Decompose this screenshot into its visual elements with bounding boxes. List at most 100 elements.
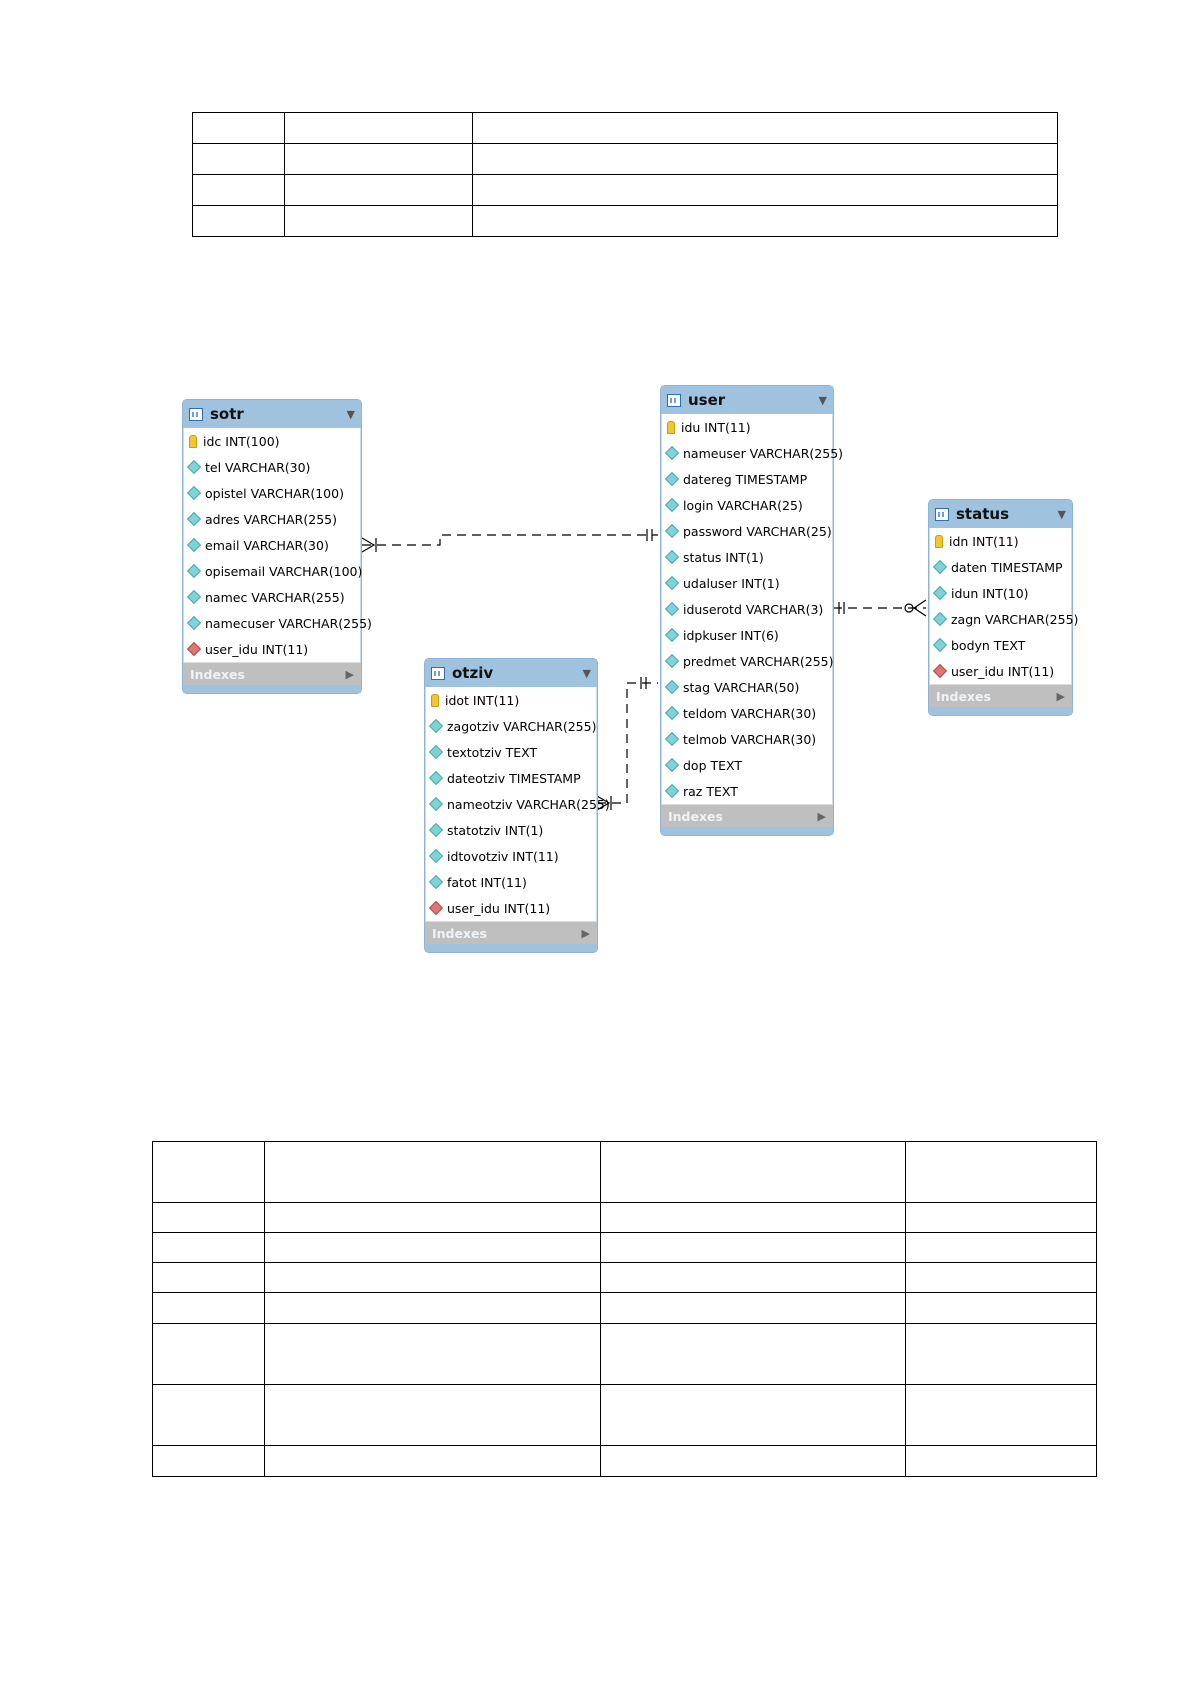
field-label: idu INT(11) <box>681 419 751 435</box>
entity-header[interactable]: user ▼ <box>661 386 833 414</box>
field-row[interactable]: zagotziv VARCHAR(255) <box>425 713 597 739</box>
attribute-icon <box>932 611 948 627</box>
field-row[interactable]: status INT(1) <box>661 544 833 570</box>
entity-status[interactable]: status ▼ idn INT(11) daten TIMESTAMP idun … <box>928 499 1078 716</box>
table-cell <box>192 174 285 206</box>
expand-arrow-icon[interactable]: ▶ <box>581 926 590 940</box>
field-row[interactable]: tel VARCHAR(30) <box>183 454 361 480</box>
field-row[interactable]: email VARCHAR(30) <box>183 532 361 558</box>
attribute-icon <box>428 770 444 786</box>
field-row[interactable]: user_idu INT(11) <box>183 636 361 662</box>
field-row[interactable]: user_idu INT(11) <box>929 658 1072 684</box>
field-row[interactable]: idn INT(11) <box>929 528 1072 554</box>
field-row[interactable]: nameuser VARCHAR(255) <box>661 440 843 466</box>
attribute-icon <box>186 459 202 475</box>
field-row[interactable]: nameotziv VARCHAR(255) <box>425 791 610 817</box>
expand-arrow-icon[interactable]: ▶ <box>817 809 826 823</box>
crowfoot-zero-or-many-icon <box>912 599 927 617</box>
attribute-icon <box>428 822 444 838</box>
entity-header[interactable]: status ▼ <box>929 500 1072 528</box>
field-row[interactable]: statotziv INT(1) <box>425 817 597 843</box>
field-row[interactable]: bodyn TEXT <box>929 632 1072 658</box>
field-row[interactable]: telmob VARCHAR(30) <box>661 726 833 752</box>
field-row[interactable]: stag VARCHAR(50) <box>661 674 833 700</box>
field-row[interactable]: zagn VARCHAR(255) <box>929 606 1078 632</box>
field-label: namec VARCHAR(255) <box>205 589 345 605</box>
field-row[interactable]: namec VARCHAR(255) <box>183 584 361 610</box>
field-row[interactable]: idpkuser INT(6) <box>661 622 833 648</box>
table-cell <box>284 205 473 237</box>
collapse-caret-icon[interactable]: ▼ <box>818 393 827 407</box>
field-row[interactable]: idu INT(11) <box>661 414 833 440</box>
field-row[interactable]: adres VARCHAR(255) <box>183 506 361 532</box>
expand-arrow-icon[interactable]: ▶ <box>1056 689 1065 703</box>
table-cell <box>472 143 1058 175</box>
indexes-section[interactable]: Indexes ▶ <box>425 921 597 944</box>
relationship-sotr-user <box>362 534 658 546</box>
field-row[interactable]: datereg TIMESTAMP <box>661 466 833 492</box>
collapse-caret-icon[interactable]: ▼ <box>346 407 355 421</box>
entity-title: user <box>688 391 726 409</box>
attribute-icon <box>428 744 444 760</box>
entity-otziv[interactable]: otziv ▼ idot INT(11)zagotziv VARCHAR(255… <box>424 658 610 953</box>
table-cell <box>264 1445 601 1477</box>
field-row[interactable]: teldom VARCHAR(30) <box>661 700 833 726</box>
attribute-icon <box>186 485 202 501</box>
table-row <box>152 1141 1097 1203</box>
entity-title: otziv <box>452 664 494 682</box>
crowfoot-zero-circle-icon <box>904 603 914 613</box>
entity-header[interactable]: otziv ▼ <box>425 659 597 687</box>
collapse-caret-icon[interactable]: ▼ <box>582 666 591 680</box>
field-row[interactable]: udaluser INT(1) <box>661 570 833 596</box>
attribute-icon <box>932 585 948 601</box>
field-row[interactable]: idc INT(100) <box>183 428 361 454</box>
indexes-section[interactable]: Indexes ▶ <box>929 684 1072 707</box>
field-row[interactable]: login VARCHAR(25) <box>661 492 833 518</box>
entity-footer-bar <box>929 707 1072 715</box>
field-row[interactable]: idot INT(11) <box>425 687 597 713</box>
field-row[interactable]: fatot INT(11) <box>425 869 597 895</box>
table-icon <box>431 666 445 680</box>
entity-header[interactable]: sotr ▼ <box>183 400 361 428</box>
field-label: password VARCHAR(25) <box>683 523 832 539</box>
field-row[interactable]: idtovotziv INT(11) <box>425 843 597 869</box>
field-row[interactable]: dop TEXT <box>661 752 833 778</box>
relationship-otziv-user <box>597 682 658 804</box>
field-row[interactable]: iduserotd VARCHAR(3) <box>661 596 833 622</box>
indexes-section[interactable]: Indexes ▶ <box>661 804 833 827</box>
field-row[interactable]: user_idu INT(11) <box>425 895 597 921</box>
field-label: opisemail VARCHAR(100) <box>205 563 363 579</box>
attribute-icon <box>428 718 444 734</box>
field-row[interactable]: opistel VARCHAR(100) <box>183 480 361 506</box>
table-cell <box>152 1323 265 1385</box>
field-row[interactable]: daten TIMESTAMP <box>929 554 1072 580</box>
field-row[interactable]: idun INT(10) <box>929 580 1072 606</box>
field-label: adres VARCHAR(255) <box>205 511 337 527</box>
field-row[interactable]: opisemail VARCHAR(100) <box>183 558 363 584</box>
field-row[interactable]: raz TEXT <box>661 778 833 804</box>
mandatory-one-icon <box>646 529 653 541</box>
field-row[interactable]: textotziv TEXT <box>425 739 597 765</box>
entity-footer-bar <box>425 944 597 952</box>
table-cell <box>600 1445 906 1477</box>
attribute-icon <box>932 637 948 653</box>
entity-sotr[interactable]: sotr ▼ idc INT(100)tel VARCHAR(30)opiste… <box>182 399 372 694</box>
indexes-section[interactable]: Indexes ▶ <box>183 662 361 685</box>
collapse-caret-icon[interactable]: ▼ <box>1057 507 1066 521</box>
attribute-icon <box>664 679 680 695</box>
field-label: daten TIMESTAMP <box>951 559 1063 575</box>
field-label: email VARCHAR(30) <box>205 537 329 553</box>
field-row[interactable]: dateotziv TIMESTAMP <box>425 765 597 791</box>
table-row <box>152 1384 1097 1446</box>
field-row[interactable]: namecuser VARCHAR(255) <box>183 610 372 636</box>
field-row[interactable]: password VARCHAR(25) <box>661 518 833 544</box>
field-label: login VARCHAR(25) <box>683 497 803 513</box>
table-cell <box>472 205 1058 237</box>
entity-user[interactable]: user ▼ idu INT(11)nameuser VARCHAR(255)d… <box>660 385 843 836</box>
field-row[interactable]: predmet VARCHAR(255) <box>661 648 834 674</box>
table-cell <box>905 1384 1097 1446</box>
pk-icon <box>935 534 943 548</box>
table-cell <box>264 1262 601 1293</box>
field-label: udaluser INT(1) <box>683 575 780 591</box>
expand-arrow-icon[interactable]: ▶ <box>345 667 354 681</box>
